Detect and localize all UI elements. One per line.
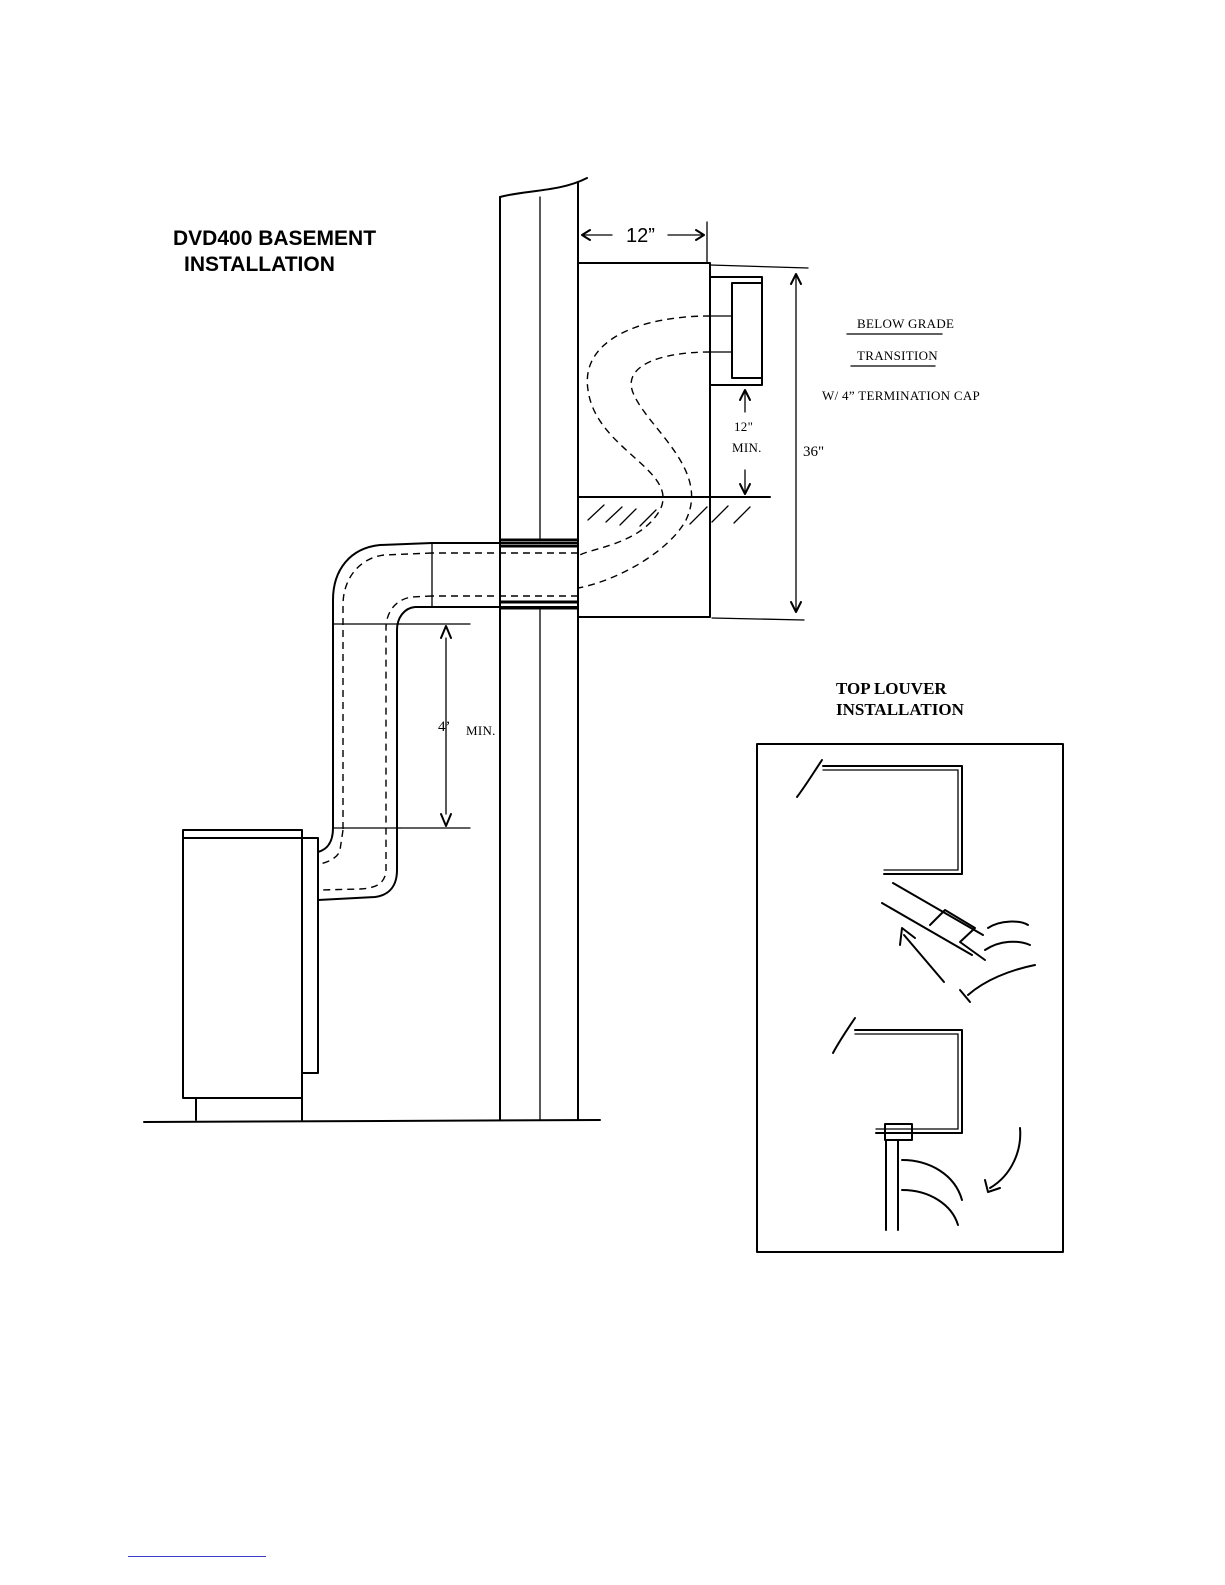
inset-title-line2: INSTALLATION — [836, 700, 965, 719]
inset-title-line1: TOP LOUVER — [836, 679, 947, 698]
clearance-dimension-min: MIN. — [732, 440, 762, 455]
vertical-run-min: MIN. — [466, 723, 496, 738]
grade-line — [578, 497, 770, 526]
inset-frame — [757, 744, 1063, 1252]
height-dimension: 36" — [710, 265, 824, 620]
clearance-dimension-value: 12" — [734, 419, 753, 434]
termination-cap-label: W/ 4” TERMINATION CAP — [822, 388, 980, 403]
transition-label: TRANSITION — [857, 348, 938, 363]
vertical-run-dimension: 4’ MIN. — [400, 624, 496, 828]
main-title-line2: INSTALLATION — [184, 253, 335, 276]
inset-diagram: TOP LOUVER INSTALLATION — [757, 679, 1063, 1252]
main-diagram: DVD400 BASEMENT INSTALLATION — [144, 178, 980, 1122]
louver-upper — [797, 760, 1035, 1002]
louver-lower — [833, 1018, 1020, 1230]
height-dimension-label: 36" — [803, 444, 824, 460]
footer-rule — [128, 1556, 266, 1557]
clearance-dimension: 12" MIN. — [732, 390, 762, 494]
foundation-wall — [500, 178, 587, 1120]
transition-labels: BELOW GRADE TRANSITION W/ 4” TERMINATION… — [822, 316, 980, 403]
floor-line — [144, 1120, 600, 1122]
width-dimension-label: 12” — [626, 225, 655, 247]
vertical-run-value: 4’ — [438, 719, 451, 735]
below-grade-label: BELOW GRADE — [857, 316, 954, 331]
width-dimension: 12” — [578, 222, 707, 262]
main-title-line1: DVD400 BASEMENT — [173, 227, 376, 250]
heater-unit — [183, 830, 318, 1120]
